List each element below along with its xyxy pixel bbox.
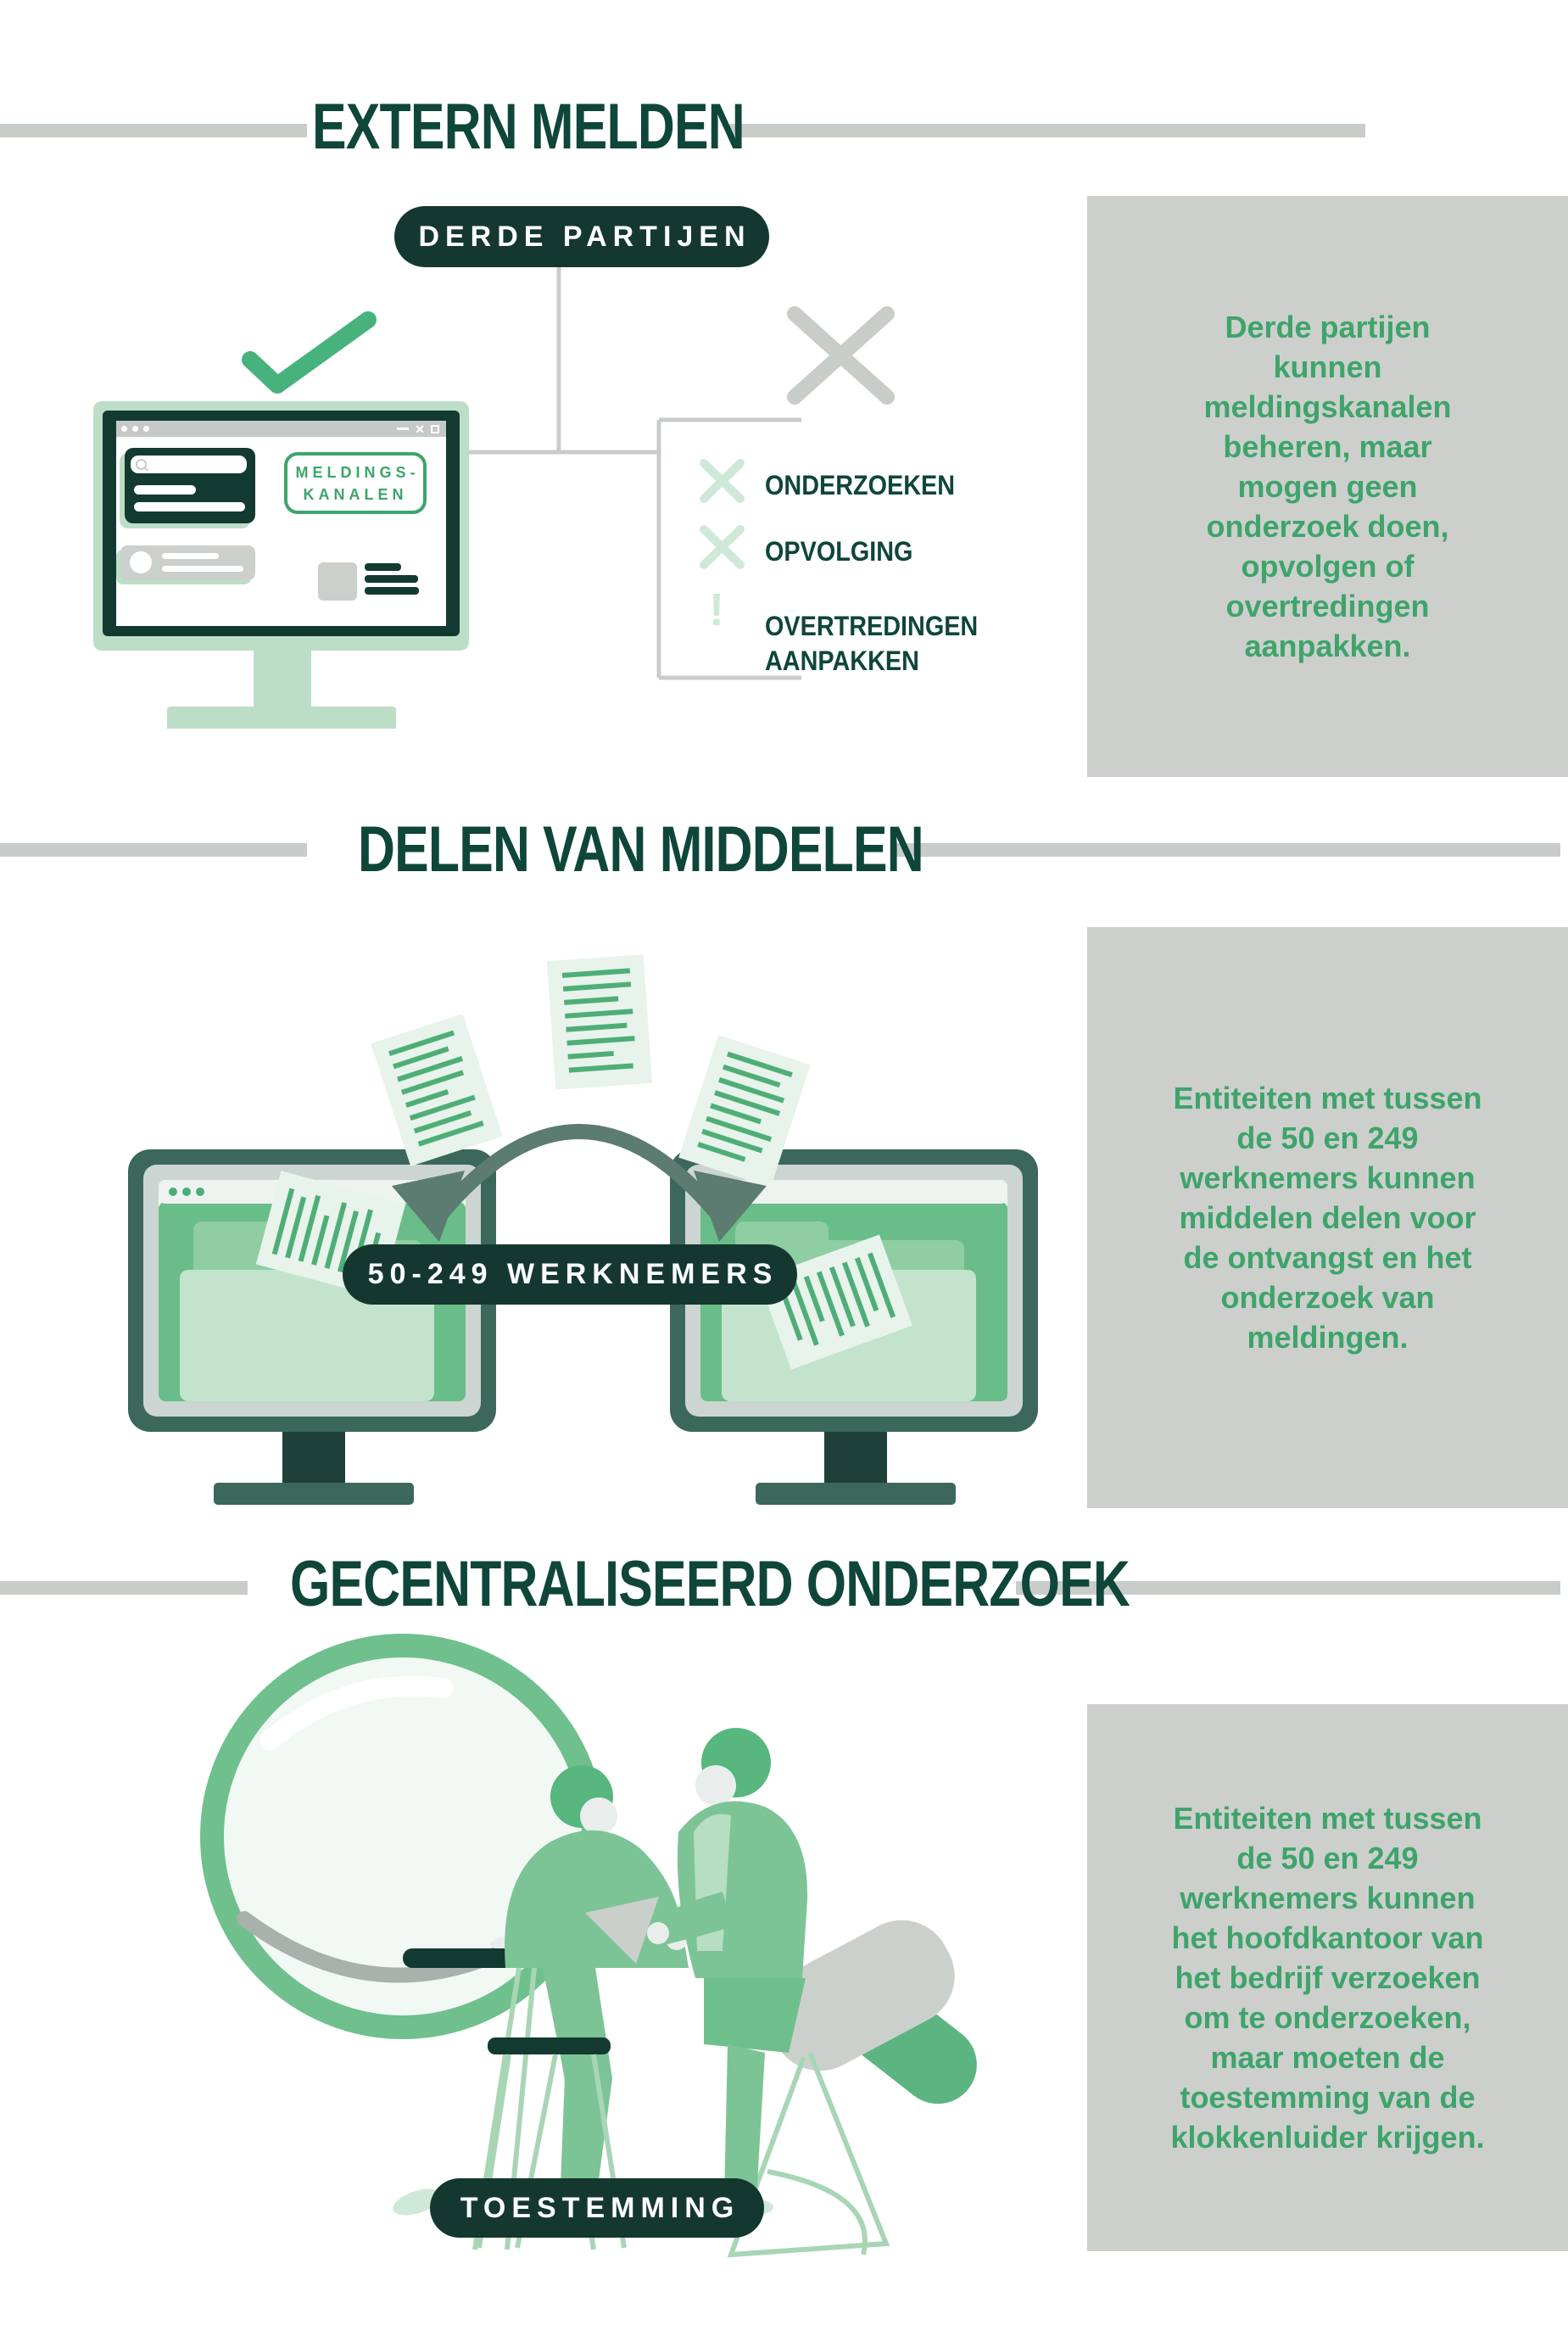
text-line (134, 485, 196, 495)
window-titlebar: ✕ (116, 421, 446, 437)
section2-note: Entiteiten met tussen de 50 en 249 werkn… (1087, 927, 1568, 1508)
window-dot (132, 426, 138, 432)
header1-line-right (729, 124, 1365, 137)
exchange-arrow-icon (392, 1124, 767, 1242)
section1-title: EXTERN MELDEN (312, 91, 745, 163)
maximize-icon (431, 424, 439, 433)
search-icon (136, 459, 147, 470)
thumbnail-placeholder (318, 562, 357, 601)
header1-line-left (0, 124, 307, 137)
meldingskanalen-badge-label: MELDINGS- KANALEN (295, 463, 420, 503)
restriction-label: OPVOLGING (765, 536, 913, 567)
monitor-base (167, 707, 396, 729)
magnifier-icon (200, 1634, 605, 2039)
right-monitor (670, 1149, 1038, 1505)
section3-pill: TOESTEMMING (430, 2178, 764, 2238)
header2-line-right (896, 843, 1560, 857)
exclamation-icon: ! (709, 584, 724, 635)
header2-line-left (0, 843, 307, 857)
search-input (131, 456, 247, 473)
section2-note-text: Entiteiten met tussen de 50 en 249 werkn… (1173, 1081, 1482, 1355)
text-line (134, 502, 245, 511)
person-right (647, 1728, 808, 2224)
section3-pill-label: TOESTEMMING (460, 2191, 740, 2224)
section1-note-text: Derde partijen kunnen meldingskanalen be… (1203, 310, 1452, 663)
text-line (162, 566, 243, 572)
reporting-monitor: ✕ MELDINGS- KANALEN (93, 401, 469, 729)
x-icon (700, 525, 745, 569)
avatar (130, 551, 152, 573)
section2-title: DELEN VAN MIDDELEN (358, 813, 924, 886)
section1-pill: DERDE PARTIJEN (394, 206, 769, 267)
window-dot (143, 426, 149, 432)
list-line (365, 587, 419, 595)
restriction-label: OVERTREDINGEN AANPAKKEN (765, 611, 979, 676)
header3-line-right (1016, 1581, 1560, 1595)
document-icon (546, 954, 653, 1090)
section3-title: GECENTRALISEERD ONDERZOEK (290, 1548, 1130, 1620)
section1-connector-lines (465, 267, 801, 680)
x-icon (700, 459, 745, 503)
window-controls: ✕ (397, 421, 439, 437)
pencil-icon (816, 1961, 977, 2104)
text-line (162, 553, 219, 559)
restriction-label: ONDERZOEKEN (765, 470, 956, 500)
check-icon (242, 311, 377, 394)
person-left (477, 1765, 689, 2249)
monitor-stand (254, 651, 311, 707)
section1-pill-label: DERDE PARTIJEN (418, 220, 751, 253)
message-card (120, 545, 255, 580)
report-form-card (125, 448, 255, 523)
chair (727, 1920, 955, 2258)
list-line (365, 563, 401, 571)
window-dot (121, 426, 127, 432)
meldingskanalen-badge: MELDINGS- KANALEN (284, 452, 427, 514)
section3-note: Entiteiten met tussen de 50 en 249 werkn… (1087, 1704, 1568, 2251)
minimize-icon (397, 428, 410, 430)
header3-line-left (0, 1581, 248, 1595)
big-x-icon (787, 306, 895, 405)
list-line (365, 575, 418, 583)
document-icon (371, 1014, 503, 1166)
close-icon: ✕ (415, 422, 425, 436)
section3-note-text: Entiteiten met tussen de 50 en 249 werkn… (1170, 1801, 1485, 2155)
monitor-screen: ✕ MELDINGS- KANALEN (116, 421, 446, 626)
section2-pill: 50-249 WERKNEMERS (343, 1244, 797, 1305)
section2-pill-label: 50-249 WERKNEMERS (367, 1258, 778, 1290)
left-monitor (128, 1149, 496, 1505)
document-icon (678, 1035, 811, 1188)
section1-note: Derde partijen kunnen meldingskanalen be… (1087, 196, 1568, 777)
